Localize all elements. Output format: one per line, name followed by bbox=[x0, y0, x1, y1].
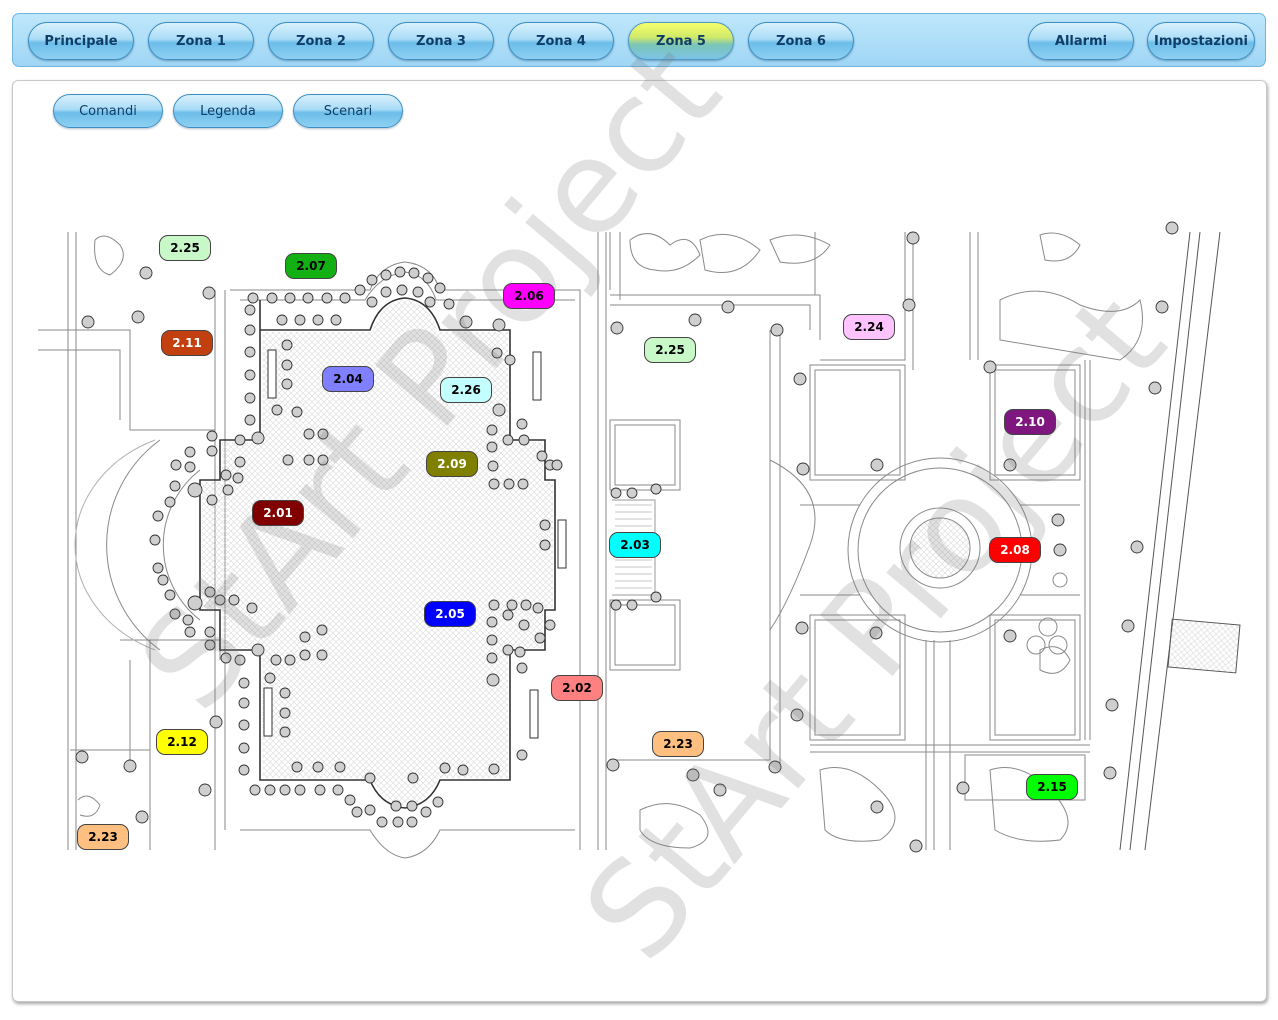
nav-zona-3[interactable]: Zona 3 bbox=[388, 22, 494, 60]
nav-zona-5[interactable]: Zona 5 bbox=[628, 22, 734, 60]
zone-label-2-11[interactable]: 2.11 bbox=[161, 330, 213, 356]
zone-label-2-24[interactable]: 2.24 bbox=[843, 314, 895, 340]
top-navigation-bar: Principale Zona 1 Zona 2 Zona 3 Zona 4 Z… bbox=[12, 13, 1266, 67]
zone-label-2-03[interactable]: 2.03 bbox=[609, 532, 661, 558]
zone-label-2-06[interactable]: 2.06 bbox=[503, 283, 555, 309]
zone-label-2-10[interactable]: 2.10 bbox=[1004, 409, 1056, 435]
zone-label-2-01[interactable]: 2.01 bbox=[252, 500, 304, 526]
scenari-button[interactable]: Scenari bbox=[293, 94, 403, 128]
zone-label-2-15[interactable]: 2.15 bbox=[1026, 774, 1078, 800]
zone-label-2-25-top[interactable]: 2.25 bbox=[159, 235, 211, 261]
comandi-button[interactable]: Comandi bbox=[53, 94, 163, 128]
nav-zona-6[interactable]: Zona 6 bbox=[748, 22, 854, 60]
nav-allarmi[interactable]: Allarmi bbox=[1028, 22, 1134, 60]
zone-label-2-25[interactable]: 2.25 bbox=[644, 337, 696, 363]
zone-label-2-08[interactable]: 2.08 bbox=[989, 537, 1041, 563]
zone-label-2-09[interactable]: 2.09 bbox=[426, 451, 478, 477]
zone-label-2-12[interactable]: 2.12 bbox=[156, 729, 208, 755]
zone-label-2-05[interactable]: 2.05 bbox=[424, 601, 476, 627]
nav-impostazioni[interactable]: Impostazioni bbox=[1147, 22, 1255, 60]
zone-label-2-23[interactable]: 2.23 bbox=[652, 731, 704, 757]
nav-principale[interactable]: Principale bbox=[28, 22, 134, 60]
zone-label-2-26[interactable]: 2.26 bbox=[440, 377, 492, 403]
nav-zona-4[interactable]: Zona 4 bbox=[508, 22, 614, 60]
nav-zona-2[interactable]: Zona 2 bbox=[268, 22, 374, 60]
zone-label-2-02[interactable]: 2.02 bbox=[551, 675, 603, 701]
zone-label-2-23-bottom[interactable]: 2.23 bbox=[77, 824, 129, 850]
zone-label-2-07[interactable]: 2.07 bbox=[285, 253, 337, 279]
nav-zona-1[interactable]: Zona 1 bbox=[148, 22, 254, 60]
zone-label-2-04[interactable]: 2.04 bbox=[322, 366, 374, 392]
legenda-button[interactable]: Legenda bbox=[173, 94, 283, 128]
